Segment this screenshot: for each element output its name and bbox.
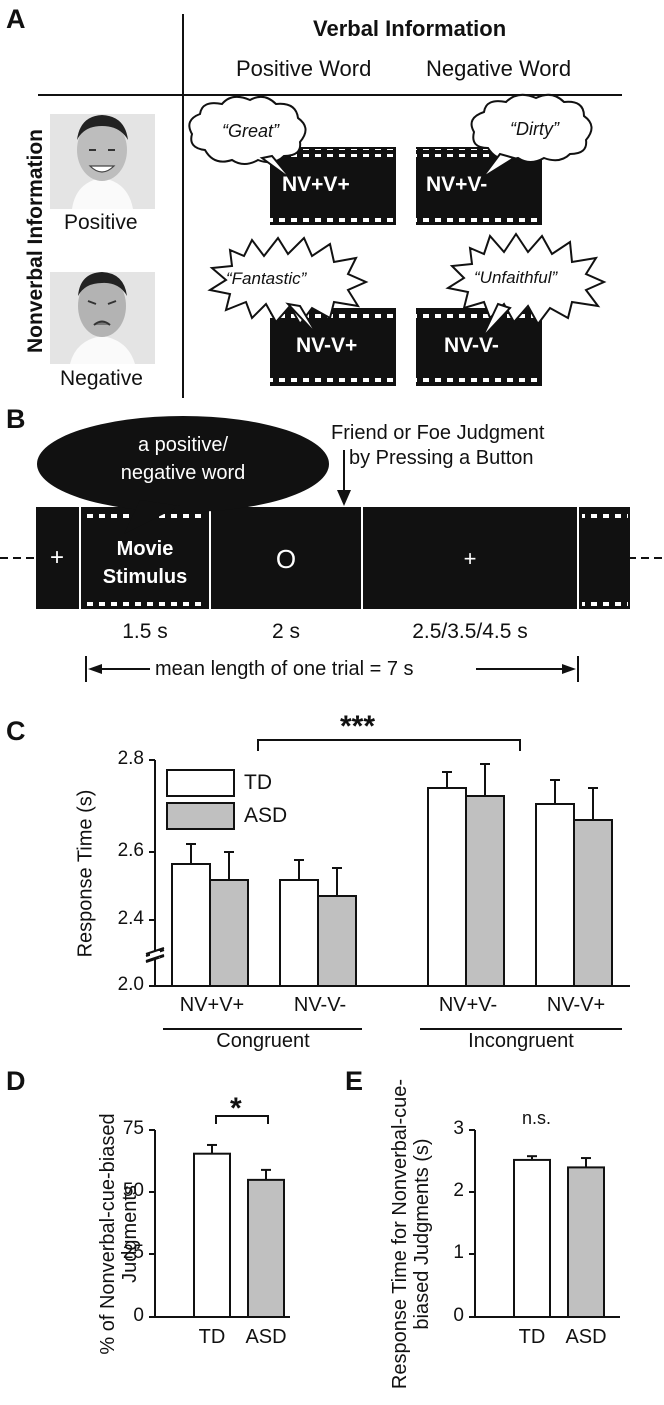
movie-stimulus-line1: Movie [116,538,174,560]
verbal-info-header: Verbal Information [313,16,507,41]
chart-e-ytick-1: 1 [453,1242,464,1263]
chart-e-bar-asd [567,1166,605,1319]
bubble-dirty-text: “Dirty” [510,119,559,139]
legend-asd-label: ASD [244,804,288,827]
cloud-bubble-great [188,95,307,181]
chart-d-ytick-75: 75 [122,1118,144,1139]
duration-movie: 1.5 s [122,620,168,643]
chart-c-bar-td-3 [427,787,467,987]
chart-c-bar-td-4 [535,803,575,987]
cloud-bubble-dirty [470,93,593,179]
speech-bubble-line2: negative word [120,462,246,484]
chart-d-significance-bracket [215,1115,269,1124]
chart-c-bar-asd-1 [209,879,249,987]
speech-bubble-word [37,416,329,534]
face-negative-label: Negative [60,367,143,390]
chart-e-xtick-td: TD [518,1326,546,1348]
chart-c-plot [171,763,613,987]
panel-b-letter: B [6,404,26,434]
bubble-great-text: “Great” [222,121,280,141]
spiky-bubble-fantastic [207,236,369,337]
chart-c-xtick-1: NV+V+ [179,994,245,1016]
chart-e-ytick-2: 2 [453,1180,464,1201]
chart-c-ylabel: Response Time (s) [74,789,97,958]
chart-c-legend [166,769,235,830]
cond-nvmvm-label: NV-V- [444,334,499,357]
chart-d-bar-td [193,1152,231,1318]
chart-c-bar-asd-2 [317,895,357,987]
film-nvpvp [270,147,396,225]
legend-td-label: TD [244,771,272,794]
chart-c-group-congruent: Congruent [216,1030,310,1052]
chart-c-xtick-3: NV+V- [438,994,498,1016]
chart-c-ytick-24: 2.4 [117,908,144,929]
fixation-cross-1: + [50,544,65,571]
fixation-cross-2: + [463,546,477,571]
next-movie-sprockets-bottom [582,598,628,606]
chart-c-bar-td-2 [279,879,319,987]
face-negative-photo [50,272,155,364]
chart-e-xtick-asd: ASD [565,1326,607,1348]
panel-a-letter: A [6,4,26,34]
chart-e-ylabel: Response Time for Nonverbal-cue-biased J… [389,1078,433,1390]
chart-c-xtick-2: NV-V- [293,994,347,1016]
chart-e-bar-td [513,1158,551,1319]
judgment-line2: by Pressing a Button [349,447,534,469]
trial-length-label: mean length of one trial = 7 s [155,658,414,680]
chart-c-bar-td-1 [171,863,211,987]
chart-c-bar-asd-3 [465,795,505,987]
film-nvmvm [416,308,542,386]
speech-bubble-line1: a positive/ [137,434,229,456]
next-movie-sprockets-top [582,511,628,519]
duration-circle: 2 s [271,620,300,643]
chart-c-group-incongruent: Incongruent [468,1030,574,1052]
chart-c-ytick-26: 2.6 [117,840,144,861]
chart-e-ytick-3: 3 [453,1118,464,1139]
movie-sprockets-bottom [84,598,206,606]
chart-d-ytick-25: 25 [122,1242,144,1263]
chart-c-ytick-20: 2.0 [117,974,144,995]
chart-c-axis-break [150,951,160,958]
chart-d-ytick-0: 0 [133,1305,144,1326]
legend-td-swatch [166,769,235,797]
circle-symbol: O [275,544,297,574]
chart-d-significance: * [230,1092,242,1125]
chart-e-plot [513,1155,605,1319]
chart-d-ytick-50: 50 [122,1180,144,1201]
bubble-unfaithful-text: “Unfaithful” [474,268,558,287]
legend-asd-swatch [166,802,235,830]
chart-e-ytick-0: 0 [453,1305,464,1326]
panel-e-letter: E [345,1066,364,1096]
panel-d-letter: D [6,1066,26,1096]
duration-fixation: 2.5/3.5/4.5 s [412,620,528,643]
chart-d-xtick-asd: ASD [245,1326,287,1348]
chart-c-significance: *** [340,710,376,743]
spiky-bubble-unfaithful [445,232,607,339]
cond-nvpvp-label: NV+V+ [282,173,350,196]
film-nvmvp [270,308,396,386]
chart-d-bar-asd [247,1178,285,1319]
chart-c-ytick-28: 2.8 [117,748,144,769]
cond-nvmvp-label: NV-V+ [296,334,358,357]
face-positive-label: Positive [64,211,138,234]
chart-c-significance-bracket [257,739,521,751]
panel-c-letter: C [6,716,26,746]
chart-c-bar-asd-4 [573,819,613,987]
face-positive-photo [50,114,155,209]
judgment-line1: Friend or Foe Judgment [331,422,545,444]
positive-word-header: Positive Word [236,56,372,81]
movie-stimulus-line2: Stimulus [102,566,188,588]
negative-word-header: Negative Word [426,56,572,81]
trial-length-arrow [85,656,579,682]
judgment-arrow-head [337,490,351,506]
chart-d-plot [193,1143,285,1319]
chart-c-xtick-4: NV-V+ [546,994,606,1016]
nonverbal-info-header: Nonverbal Information [24,128,47,354]
cond-nvpvm-label: NV+V- [426,173,488,196]
chart-d-xtick-td: TD [198,1326,226,1348]
bubble-fantastic-text: “Fantastic” [226,269,307,288]
chart-e-significance: n.s. [522,1108,552,1128]
